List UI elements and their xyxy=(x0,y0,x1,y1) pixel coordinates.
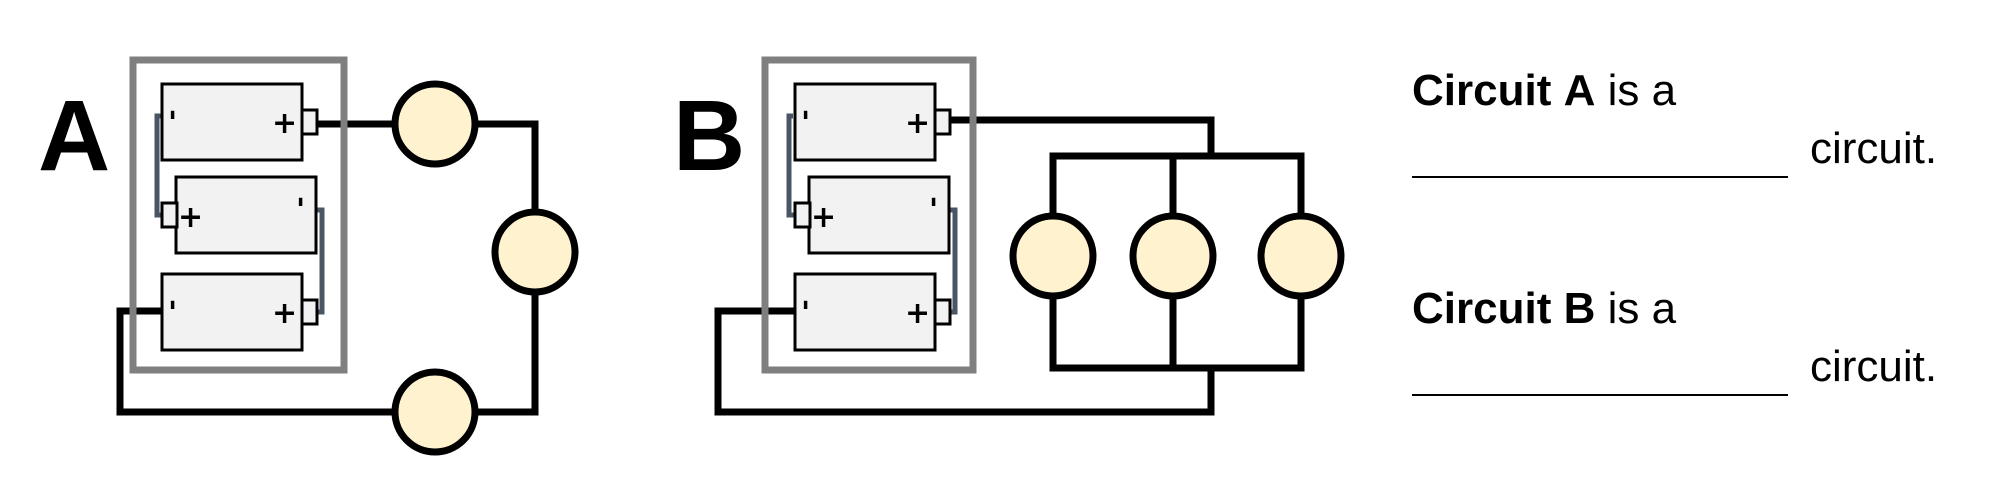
circuit-b-battery-2: + ' xyxy=(793,175,951,255)
circuit-b-battery-1: ' + xyxy=(793,82,952,162)
circuit-b-battery-3: ' + xyxy=(793,272,952,352)
circuit-b-battery-3-positive: + xyxy=(905,296,930,331)
question-a-answer-row: circuit. xyxy=(1412,120,1972,178)
circuit-a-battery-2: + ' xyxy=(160,175,318,255)
circuit-a: A ' + + ' xyxy=(38,56,579,456)
question-b-prompt: Circuit B is a xyxy=(1412,280,1972,338)
circuit-b-bulb-3 xyxy=(1257,212,1345,300)
circuit-b-label: B xyxy=(673,80,745,192)
circuit-a-battery-3-negative: ' xyxy=(168,296,177,331)
circuit-b-battery-2-negative: ' xyxy=(929,193,938,228)
question-a-word: Circuit xyxy=(1412,66,1552,115)
circuit-b-bulb-1 xyxy=(1009,212,1097,300)
question-a: Circuit A is a circuit. xyxy=(1412,62,1972,178)
circuit-a-battery-1: ' + xyxy=(160,82,319,162)
circuit-b-battery-1-negative: ' xyxy=(801,106,810,141)
question-a-rest: is a xyxy=(1607,66,1677,115)
question-b-answer-blank[interactable] xyxy=(1412,350,1788,396)
question-b-answer-row: circuit. xyxy=(1412,338,1972,396)
question-b-rest: is a xyxy=(1607,284,1677,333)
circuit-a-bulb-2 xyxy=(491,208,579,296)
circuit-a-battery-1-positive: + xyxy=(272,106,297,141)
question-a-answer-blank[interactable] xyxy=(1412,132,1788,178)
circuit-b-battery-3-negative: ' xyxy=(801,296,810,331)
circuit-b-battery-1-positive: + xyxy=(905,106,930,141)
circuit-b-battery-holder xyxy=(761,56,977,374)
circuit-a-battery-holder xyxy=(129,56,348,374)
circuit-a-bulb-1 xyxy=(391,80,479,168)
question-a-prompt: Circuit A is a xyxy=(1412,62,1972,120)
circuit-a-battery-1-negative: ' xyxy=(168,106,177,141)
circuit-a-battery-3: ' + xyxy=(160,272,319,352)
circuit-a-battery-2-negative: ' xyxy=(296,193,305,228)
circuit-b-battery-connectors xyxy=(786,113,958,315)
question-b-label: B xyxy=(1563,284,1596,333)
question-b-word: Circuit xyxy=(1412,284,1552,333)
circuit-a-wires xyxy=(116,120,539,416)
circuit-a-bulb-3 xyxy=(391,368,479,456)
circuit-a-label: A xyxy=(38,80,110,192)
question-b-end: circuit. xyxy=(1810,342,1938,391)
circuit-a-battery-connectors xyxy=(154,113,325,315)
circuit-a-battery-3-positive: + xyxy=(272,296,297,331)
circuit-b-battery-2-positive: + xyxy=(811,200,836,235)
circuit-a-battery-2-positive: + xyxy=(178,200,203,235)
question-b: Circuit B is a circuit. xyxy=(1412,280,1972,396)
question-a-end: circuit. xyxy=(1810,124,1938,173)
circuit-b: B ' + + xyxy=(673,56,1345,416)
question-a-label: A xyxy=(1563,66,1596,115)
circuit-b-bulb-2 xyxy=(1129,212,1217,300)
